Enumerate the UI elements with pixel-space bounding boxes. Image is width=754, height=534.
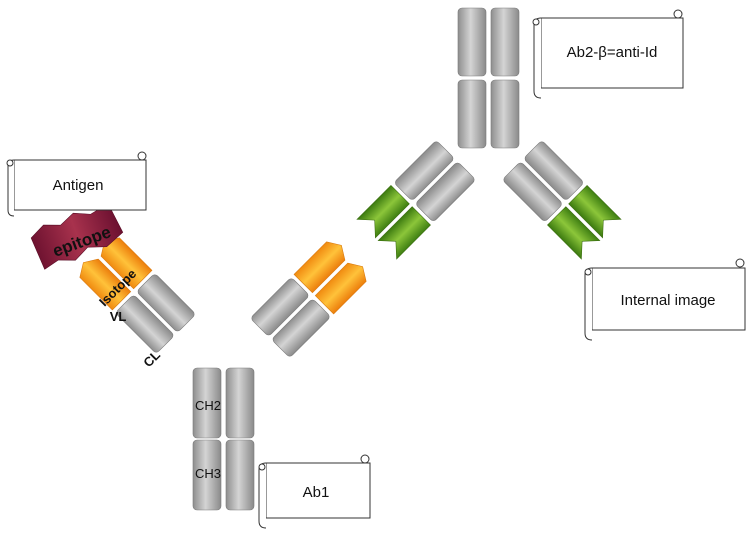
ab1-ch2-domain-right (225, 367, 255, 439)
ab1-left-light-variable (79, 258, 132, 311)
ab1-scroll: Ab1 (258, 454, 371, 529)
ab2-fc-domain-bottom-left (457, 79, 487, 149)
antigen-label: Antigen (53, 177, 104, 194)
ch2-label: CH2 (195, 398, 221, 413)
internal-image-label: Internal image (620, 292, 715, 309)
ab2-label: Ab2-β=anti-Id (567, 44, 658, 61)
ab1-fc-region (192, 367, 255, 511)
ab2-left-variable-b (356, 185, 410, 239)
ab2-scroll: Ab2-β=anti-Id (532, 9, 684, 99)
ab1-ch3-domain-right (225, 439, 255, 511)
ab2-fc-domain-top-left (457, 7, 487, 77)
ab1-ch3-domain-left (192, 439, 222, 511)
ab2-left-constant-a (416, 162, 475, 221)
antigen-scroll: Antigen (6, 151, 147, 217)
internal-image-scroll: Internal image (584, 258, 746, 341)
ab1-right-fab (251, 241, 367, 357)
vl-label: VL (110, 309, 127, 324)
ab2-fc-region (457, 7, 520, 149)
ab2-left-variable-a (377, 206, 431, 260)
ab1-right-heavy-variable (293, 241, 346, 294)
ab2-right-variable-b (547, 206, 601, 260)
ab2-fc-domain-bottom-right (490, 79, 520, 149)
ab2-right-constant-a (524, 141, 583, 200)
ab1-right-light-constant (272, 299, 330, 357)
ch3-label: CH3 (195, 466, 221, 481)
ab1-left-light-constant (116, 295, 174, 353)
ab1-antibody (30, 203, 367, 511)
ab2-left-constant-b (395, 141, 454, 200)
ab1-label: Ab1 (303, 484, 330, 501)
ab1-right-light-variable (314, 262, 367, 315)
ab2-antibody (356, 7, 622, 260)
ab2-right-variable-a (568, 185, 622, 239)
ab1-left-heavy-constant (137, 274, 195, 332)
ab1-left-fab (79, 237, 195, 353)
ab1-right-heavy-constant (251, 278, 309, 336)
epitope-shape (30, 203, 124, 270)
ab2-fc-domain-top-right (490, 7, 520, 77)
ab2-left-fab (356, 141, 475, 260)
ab1-ch2-domain-left (192, 367, 222, 439)
ab2-right-constant-b (503, 162, 562, 221)
ab2-right-fab (503, 141, 622, 260)
